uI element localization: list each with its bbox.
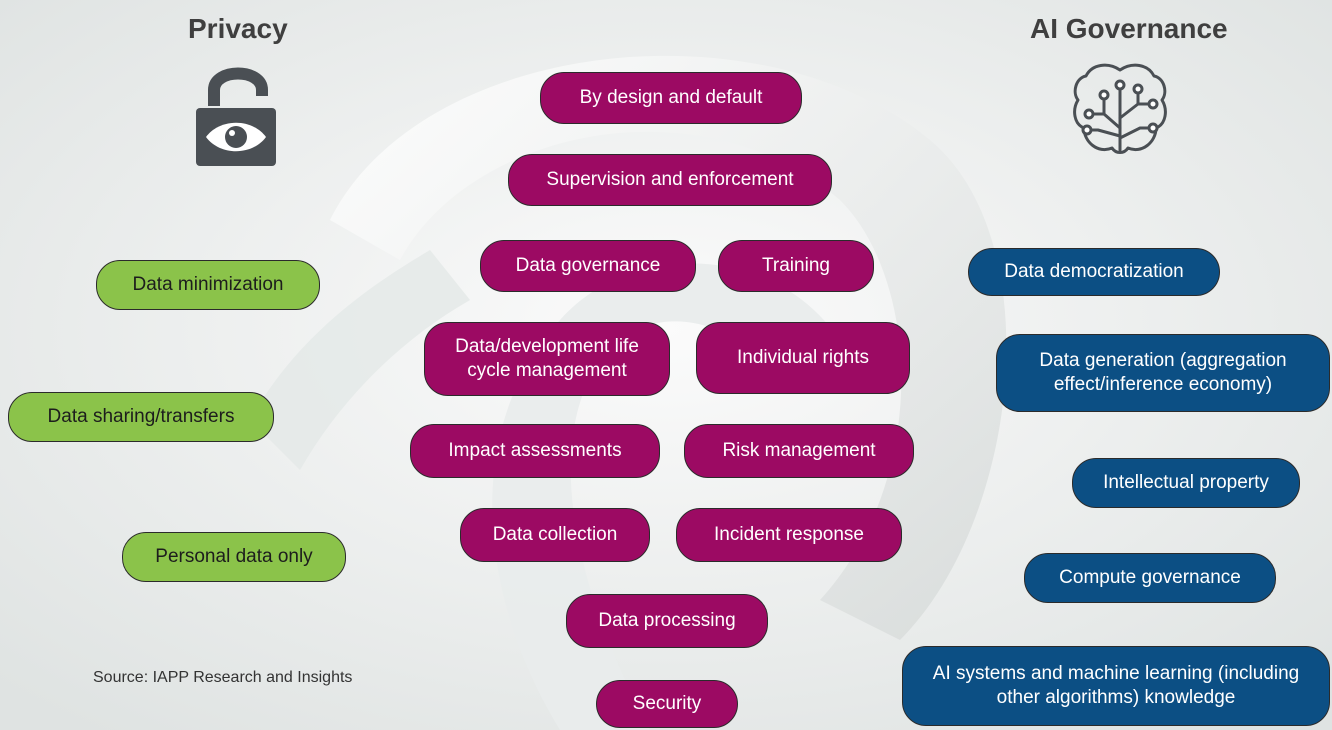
- ai-item-intellectual-property: Intellectual property: [1072, 458, 1300, 508]
- shared-item-risk-management: Risk management: [684, 424, 914, 478]
- privacy-item-data-sharing-transfers: Data sharing/transfers: [8, 392, 274, 442]
- ai-item-compute-governance: Compute governance: [1024, 553, 1276, 603]
- shared-item-data-governance: Data governance: [480, 240, 696, 292]
- shared-item-incident-response: Incident response: [676, 508, 902, 562]
- circuit-brain-icon: [1073, 63, 1167, 154]
- shared-item-data-development-life-cycle-management: Data/development life cycle management: [424, 322, 670, 396]
- open-padlock-eye-icon: [196, 67, 276, 166]
- shared-item-data-collection: Data collection: [460, 508, 650, 562]
- privacy-heading: Privacy: [188, 13, 288, 44]
- shared-item-by-design-and-default: By design and default: [540, 72, 802, 124]
- shared-item-security: Security: [596, 680, 738, 728]
- ai-item-ai-systems-and-machine-learning: AI systems and machine learning (includi…: [902, 646, 1330, 726]
- shared-item-individual-rights: Individual rights: [696, 322, 910, 394]
- privacy-item-data-minimization: Data minimization: [96, 260, 320, 310]
- ai-item-data-democratization: Data democratization: [968, 248, 1220, 296]
- ai-item-data-generation: Data generation (aggregation effect/infe…: [996, 334, 1330, 412]
- source-note: Source: IAPP Research and Insights: [93, 669, 353, 686]
- shared-item-supervision-and-enforcement: Supervision and enforcement: [508, 154, 832, 206]
- ai-governance-heading: AI Governance: [1030, 13, 1228, 44]
- privacy-item-personal-data-only: Personal data only: [122, 532, 346, 582]
- shared-item-data-processing: Data processing: [566, 594, 768, 648]
- shared-item-training: Training: [718, 240, 874, 292]
- shared-item-impact-assessments: Impact assessments: [410, 424, 660, 478]
